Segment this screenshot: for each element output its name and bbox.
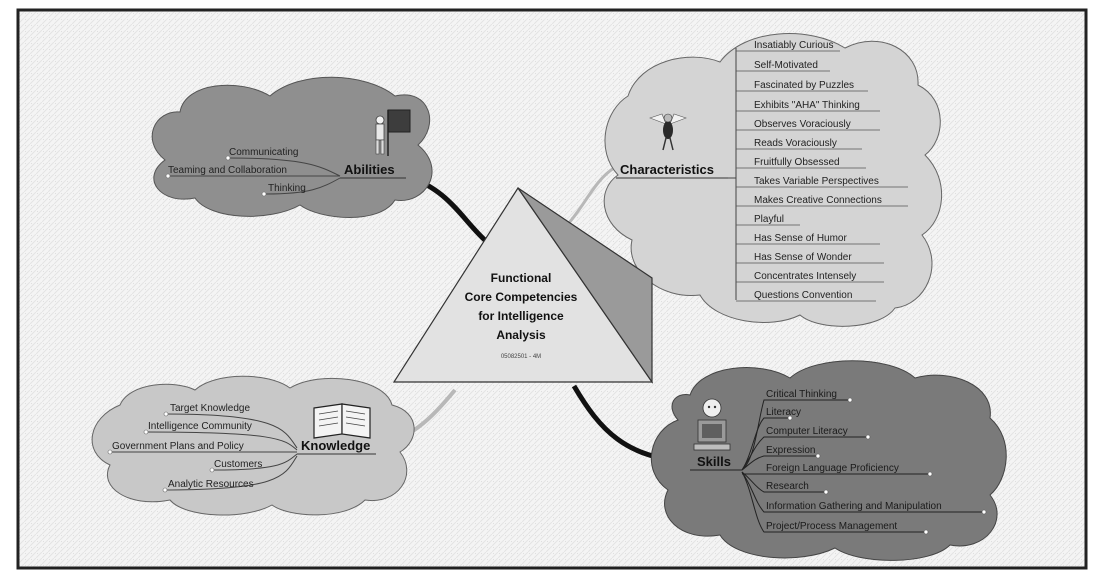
characteristics-item-12: Concentrates Intensely: [754, 271, 856, 282]
open-book-icon: [313, 403, 371, 439]
pyramid-title-line-3: for Intelligence: [478, 309, 564, 323]
abilities-item-0: Communicating: [229, 147, 298, 158]
characteristics-item-5: Reads Voraciously: [754, 138, 837, 149]
skills-item-6: Information Gathering and Manipulation: [766, 501, 942, 512]
pyramid-title-line-1: Functional: [491, 271, 552, 285]
abilities-branches: [170, 157, 341, 195]
flying-figure-icon: [649, 113, 687, 151]
characteristics-item-0: Insatiably Curious: [754, 40, 833, 51]
knowledge-item-1: Intelligence Community: [148, 421, 252, 432]
skills-branches: [741, 399, 984, 533]
abilities-label: Abilities: [344, 162, 395, 177]
flag-figure-icon: [375, 109, 411, 156]
characteristics-item-11: Has Sense of Wonder: [754, 252, 852, 263]
knowledge-item-2: Government Plans and Policy: [112, 441, 244, 452]
characteristics-item-9: Playful: [754, 214, 784, 225]
characteristics-cloud: Characteristics Insatiably Curious Self-…: [603, 33, 943, 327]
knowledge-cloud: Knowledge Target Knowledge Intelligence …: [91, 375, 415, 516]
pyramid-title-line-2: Core Competencies: [465, 290, 578, 304]
knowledge-label: Knowledge: [301, 438, 370, 453]
skills-items: Critical Thinking Literacy Computer Lite…: [766, 389, 942, 532]
skills-item-0: Critical Thinking: [766, 389, 837, 400]
pyramid-title-line-4: Analysis: [496, 328, 546, 342]
knowledge-item-4: Analytic Resources: [168, 479, 254, 490]
characteristics-item-13: Questions Convention: [754, 290, 852, 301]
characteristics-label: Characteristics: [620, 162, 714, 177]
skills-item-7: Project/Process Management: [766, 521, 897, 532]
person-at-computer-icon: [693, 398, 731, 451]
characteristics-underlines: [736, 50, 908, 302]
skills-item-2: Computer Literacy: [766, 426, 848, 437]
abilities-item-1: Teaming and Collaboration: [168, 165, 287, 176]
abilities-cloud: Abilities Communicating Teaming and Coll…: [151, 76, 433, 218]
characteristics-item-4: Observes Voraciously: [754, 119, 851, 130]
connector-characteristics: [566, 166, 615, 225]
knowledge-branches: [110, 413, 298, 491]
pyramid-side-face: [517, 187, 653, 384]
characteristics-items: Insatiably Curious Self-Motivated Fascin…: [754, 40, 882, 301]
skills-item-4: Foreign Language Proficiency: [766, 463, 899, 474]
skills-item-1: Literacy: [766, 407, 801, 418]
knowledge-item-0: Target Knowledge: [170, 403, 250, 414]
characteristics-cloud-shape: [603, 33, 943, 327]
skills-cloud-shape: [650, 360, 1007, 561]
skills-item-5: Research: [766, 481, 809, 492]
characteristics-item-1: Self-Motivated: [754, 60, 818, 71]
characteristics-item-8: Makes Creative Connections: [754, 195, 882, 206]
abilities-cloud-shape: [151, 76, 433, 218]
skills-cloud: Skills Critical Thinking Literacy Comput…: [650, 360, 1007, 561]
central-pyramid: Functional Core Competencies for Intelli…: [392, 186, 654, 384]
knowledge-item-3: Customers: [214, 459, 262, 470]
characteristics-item-6: Fruitfully Obsessed: [754, 157, 840, 168]
characteristics-item-3: Exhibits "AHA" Thinking: [754, 100, 860, 111]
characteristics-item-10: Has Sense of Humor: [754, 233, 847, 244]
skills-item-3: Expression: [766, 445, 815, 456]
characteristics-item-2: Fascinated by Puzzles: [754, 80, 854, 91]
characteristics-item-7: Takes Variable Perspectives: [754, 176, 879, 187]
pyramid-caption: 05082501 - 4M: [501, 354, 541, 360]
abilities-item-2: Thinking: [268, 183, 306, 194]
skills-label: Skills: [697, 454, 731, 469]
skills-item-markers: [787, 397, 987, 535]
